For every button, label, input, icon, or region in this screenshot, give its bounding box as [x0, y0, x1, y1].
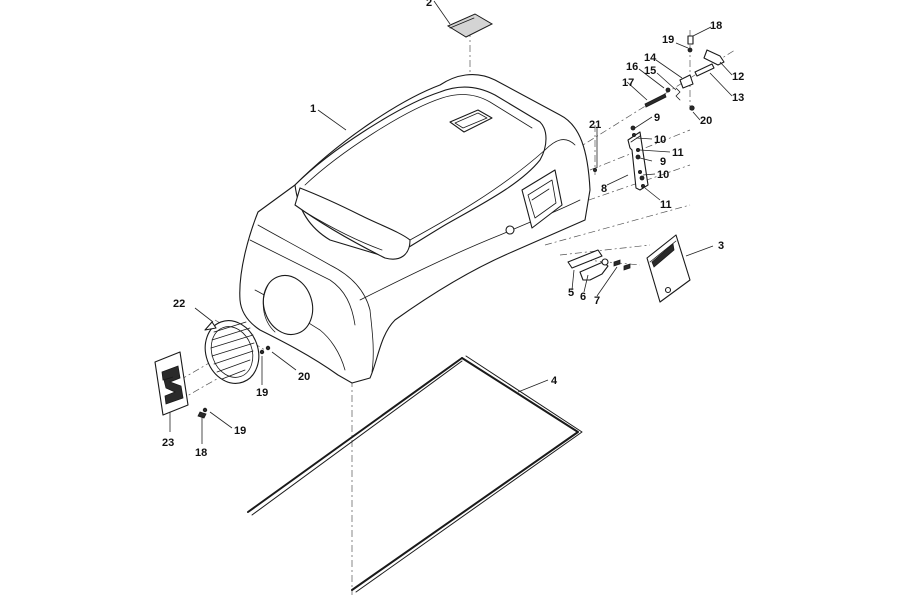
callout-17: 17 — [622, 77, 634, 89]
callout-23: 23 — [162, 437, 174, 449]
callout-5: 5 — [568, 287, 574, 299]
part-20-nut-top — [689, 105, 695, 111]
callout-4: 4 — [551, 375, 558, 387]
callout-7: 7 — [594, 295, 600, 307]
callout-19c: 19 — [256, 387, 268, 399]
callout-20b: 20 — [298, 371, 310, 383]
part-18-screw-top — [687, 35, 694, 45]
callout-21: 21 — [589, 119, 601, 131]
callout-11a: 11 — [672, 147, 684, 159]
callout-13: 13 — [732, 92, 744, 104]
part-21-pin — [593, 167, 598, 172]
callout-18a: 18 — [710, 20, 722, 32]
callout-leaders — [169, 0, 733, 444]
callout-8: 8 — [601, 183, 607, 195]
callout-10b: 10 — [657, 169, 669, 181]
part-8-hinge-bracket — [627, 131, 649, 191]
callout-labels: 1 2 3 4 5 6 7 8 21 9 10 11 9 10 11 12 13… — [162, 0, 744, 459]
callout-9b: 9 — [660, 156, 666, 168]
callout-10a: 10 — [654, 134, 666, 146]
callout-3: 3 — [718, 240, 724, 252]
callout-19a: 19 — [662, 34, 674, 46]
callout-19b: 19 — [234, 425, 246, 437]
callout-18b: 18 — [195, 447, 207, 459]
part-23-decal — [154, 351, 189, 416]
part-13-pin — [694, 63, 715, 77]
part-19-washer-top — [687, 47, 693, 53]
callout-11b: 11 — [660, 199, 672, 211]
part-2-top-cap — [446, 13, 494, 38]
part-1-engine-cover — [239, 74, 591, 384]
callout-15: 15 — [644, 65, 656, 77]
callout-1: 1 — [310, 103, 316, 115]
part-14-block — [679, 74, 694, 89]
part-18-19-grille-hardware — [197, 345, 271, 419]
part-22-grille — [204, 320, 260, 384]
callout-22: 22 — [173, 298, 185, 310]
part-17-bolt — [644, 93, 667, 108]
part-6-latch-bracket — [579, 258, 609, 281]
callout-6: 6 — [580, 291, 586, 303]
part-5-latch-plate — [567, 249, 603, 269]
callout-2: 2 — [426, 0, 432, 9]
callout-12: 12 — [732, 71, 744, 83]
callout-20a: 20 — [700, 115, 712, 127]
callout-16: 16 — [626, 61, 638, 73]
part-16-washer — [665, 87, 671, 93]
callout-9a: 9 — [654, 112, 660, 124]
part-15-spring — [675, 87, 681, 101]
callout-14: 14 — [644, 52, 657, 64]
part-7-screws — [613, 259, 631, 271]
part-4-seal-strip — [247, 355, 583, 593]
part-3-access-cover — [646, 234, 691, 303]
